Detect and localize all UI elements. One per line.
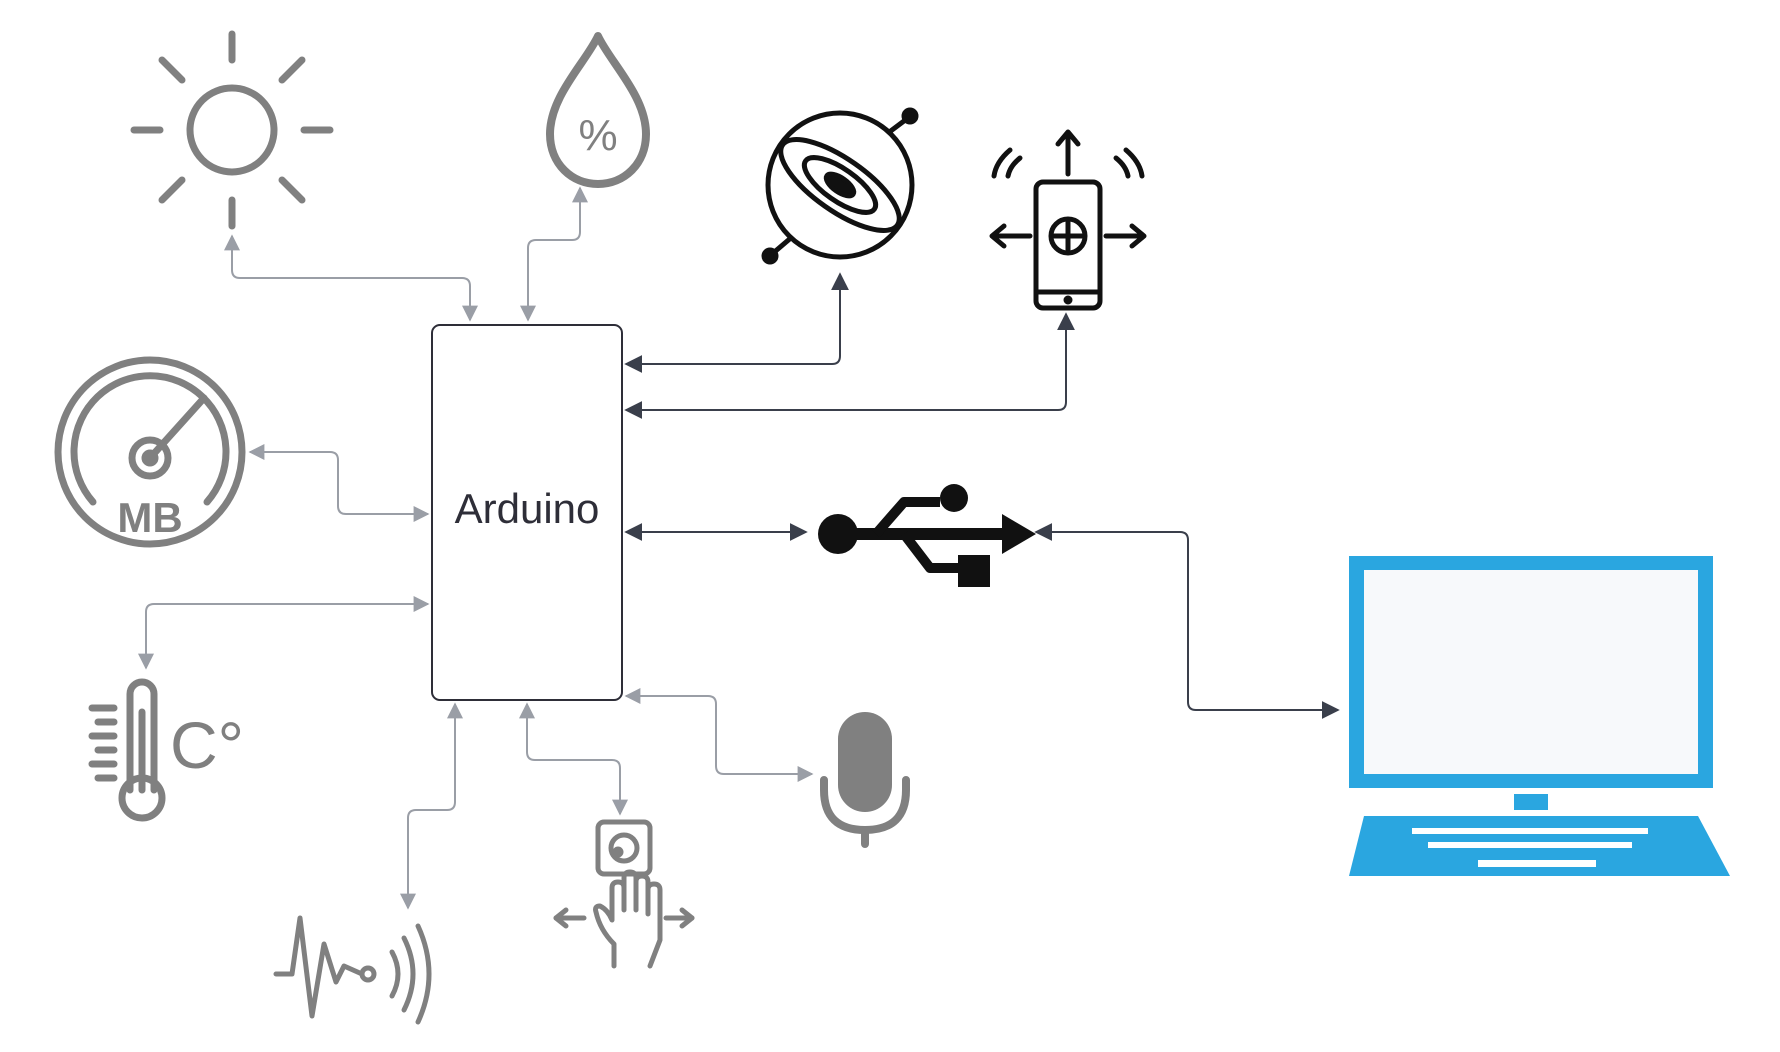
connector-gyroscope	[624, 272, 849, 373]
thermometer-icon: C°	[88, 678, 244, 822]
sun-icon	[130, 30, 334, 230]
connector-light	[224, 234, 478, 322]
gesture-hand-icon	[553, 819, 695, 969]
usb-icon	[818, 484, 1036, 587]
humidity-drop-icon: %	[546, 32, 650, 188]
connector-microphone	[624, 688, 814, 782]
connector-humidity	[520, 186, 588, 322]
connector-vibration	[400, 702, 463, 910]
connector-laptop	[1034, 523, 1340, 719]
connectors-gray	[138, 186, 814, 910]
connectors-dark	[624, 272, 1340, 719]
gyroscope-icon	[761, 107, 919, 265]
temperature-unit: C°	[170, 708, 244, 782]
connector-accelerometer	[624, 312, 1075, 419]
vibration-wave-icon	[273, 915, 432, 1025]
arduino-label: Arduino	[455, 485, 600, 532]
microphone-icon	[820, 712, 910, 848]
connector-pressure	[248, 444, 430, 522]
arduino-block: Arduino	[431, 324, 623, 701]
connector-gesture	[519, 702, 628, 816]
phone-motion-icon	[989, 129, 1147, 311]
pressure-unit: MB	[117, 494, 182, 541]
laptop-icon	[1349, 556, 1730, 876]
connector-temperature	[138, 596, 430, 670]
humidity-unit: %	[578, 111, 617, 160]
pressure-gauge-icon: MB	[54, 356, 246, 548]
